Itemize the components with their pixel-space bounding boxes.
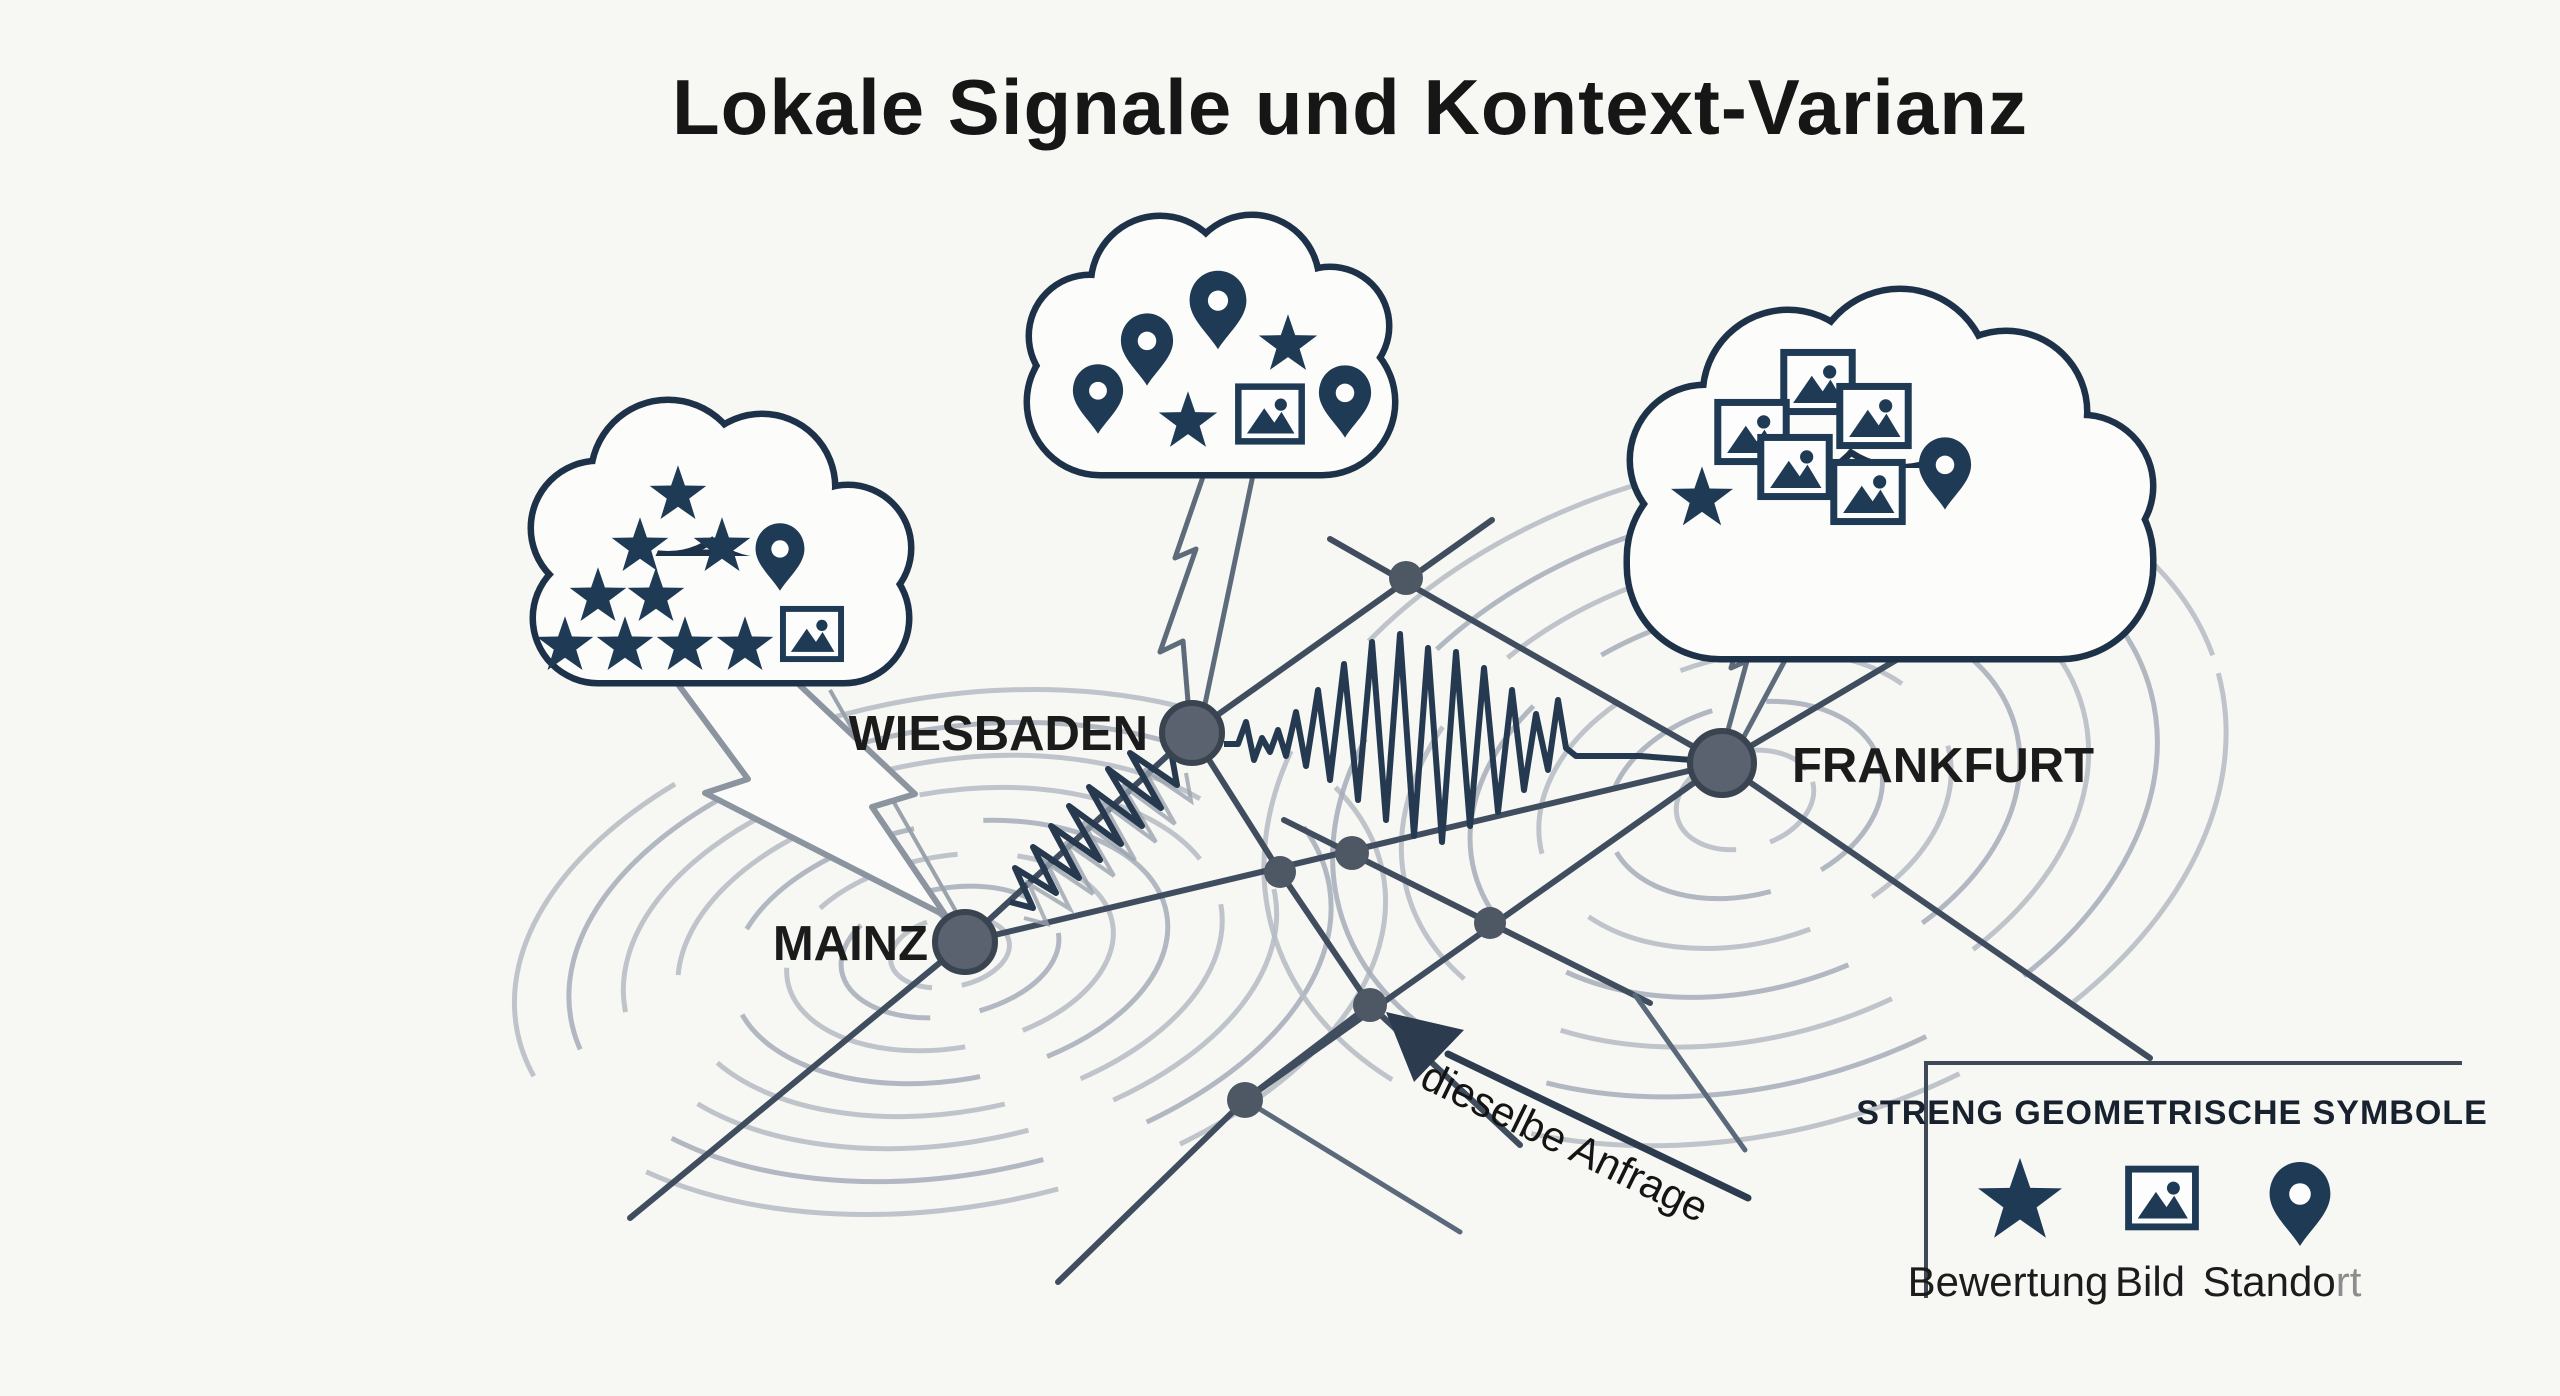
image-icon — [783, 609, 841, 659]
image-icon — [1238, 387, 1301, 442]
lightning-bolt-mainz-icon — [669, 673, 964, 928]
city-nodes — [932, 700, 1757, 975]
image-icon — [1840, 386, 1908, 445]
legend-border — [1924, 1061, 2462, 1298]
seismic-waveform — [1224, 631, 1693, 845]
label-wiesbaden: WIESBADEN — [849, 707, 1148, 761]
image-icon — [2129, 1169, 2196, 1227]
edge-wiesbaden-northeast — [1189, 517, 1495, 736]
edge-wiesbaden-south-chain — [1189, 730, 1523, 1148]
edge-stray-segment — [1632, 992, 1748, 1153]
junction-dot — [1389, 561, 1423, 595]
image-icon — [1834, 462, 1902, 521]
node-frankfurt — [1687, 728, 1757, 798]
legend-label-standort-main: Stando — [2203, 1258, 2336, 1305]
pin-icon — [2269, 1162, 2331, 1246]
cloud-frankfurt — [1623, 285, 2157, 663]
legend: STRENG GEOMETRISCHE SYMBOLE Bewertung Bi… — [1856, 1061, 2488, 1305]
node-wiesbaden — [1159, 700, 1225, 766]
spring-zigzag — [1009, 750, 1180, 911]
arrowhead-icon — [1386, 1012, 1464, 1082]
label-mainz: MAINZ — [773, 917, 928, 971]
edge-frankfurt-southeast — [1719, 760, 2153, 1061]
edge-junction-southwest — [1055, 1097, 1248, 1285]
edge-mainz-southwest — [627, 939, 968, 1221]
edge-junction-link — [1242, 1002, 1373, 1103]
edge-junction-southeast — [1242, 1097, 1463, 1235]
junction-dot — [1474, 907, 1506, 939]
lightning-bolt-wiesbaden-icon — [1157, 467, 1257, 729]
cloud-wiesbaden — [1023, 211, 1399, 479]
ripples-mainz — [511, 687, 1389, 1217]
annotation-text: dieselbe Anfrage — [1414, 1052, 1716, 1231]
label-frankfurt: FRANKFURT — [1792, 739, 2094, 793]
image-icon — [1761, 437, 1829, 496]
legend-label-bild: Bild — [2115, 1258, 2185, 1305]
node-mainz — [932, 909, 998, 975]
legend-label-standort: Standort — [2203, 1258, 2362, 1305]
legend-label-bewertung: Bewertung — [1908, 1258, 2109, 1305]
edge-mainz-wiesbaden — [962, 730, 1195, 945]
star-icon — [1978, 1157, 2062, 1238]
spring-zigzag-shadow — [1023, 767, 1194, 927]
junction-dot — [1353, 988, 1387, 1022]
junction-dot — [1264, 856, 1296, 888]
page-title: Lokale Signale und Kontext-Varianz — [672, 63, 2028, 151]
junction-dot — [1227, 1082, 1263, 1118]
legend-label-standort-faded: rt — [2336, 1258, 2362, 1305]
junction-dots — [1227, 561, 1506, 1118]
cloud-mainz — [527, 396, 915, 687]
junction-dot — [1335, 836, 1369, 870]
legend-title: STRENG GEOMETRISCHE SYMBOLE — [1856, 1094, 2488, 1132]
